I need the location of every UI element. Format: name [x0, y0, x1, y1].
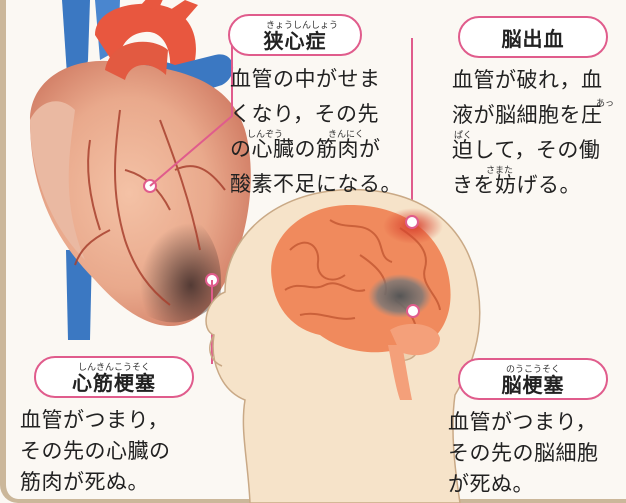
hemorrhage-line-2: 液が脳細胞を圧 [452, 99, 603, 132]
cerebral-infarction-ruby: のうこうそく [506, 362, 560, 375]
hemorrhage-line-1: 血管が破れ，血 [452, 64, 603, 97]
hemorrhage-marker-icon [406, 216, 418, 228]
heart-illustration [30, 0, 251, 340]
head-brain-illustration [206, 190, 480, 503]
angina-ruby: きょうしんしょう [266, 18, 338, 31]
angina-line-4: 酸素不足になる。 [230, 168, 402, 201]
hemorrhage-line-3: 迫して，その働 [452, 134, 600, 167]
cerebral-infarction-label: のうこうそく 脳梗塞 [458, 358, 608, 400]
mi-line-3: 筋肉が死ぬ。 [20, 466, 149, 499]
angina-line-2: くなり，その先 [230, 98, 379, 131]
ci-line-2: その先の脳細胞 [448, 437, 599, 470]
angina-line-3: の心臓の筋肉が [230, 133, 381, 166]
angina-line-1: 血管の中がせま [230, 63, 381, 96]
ci-line-3: が死ぬ。 [448, 468, 534, 501]
myocardial-infarction-ruby: しんきんこうそく [78, 360, 150, 373]
ci-line-1: 血管がつまり， [448, 406, 597, 439]
infarct-spot-icon [368, 274, 432, 318]
brain-infarction-marker-icon [407, 305, 419, 317]
hemorrhage-line-4: きを妨げる。 [452, 169, 581, 202]
mi-line-2: その先の心臓の [20, 435, 171, 468]
cerebral-hemorrhage-title: 脳出血 [502, 23, 565, 52]
cerebral-hemorrhage-label: 脳出血 [458, 16, 608, 58]
mi-line-1: 血管がつまり， [20, 404, 169, 437]
angina-label: きょうしんしょう 狭心症 [228, 14, 362, 56]
myocardial-infarction-label: しんきんこうそく 心筋梗塞 [34, 356, 194, 398]
